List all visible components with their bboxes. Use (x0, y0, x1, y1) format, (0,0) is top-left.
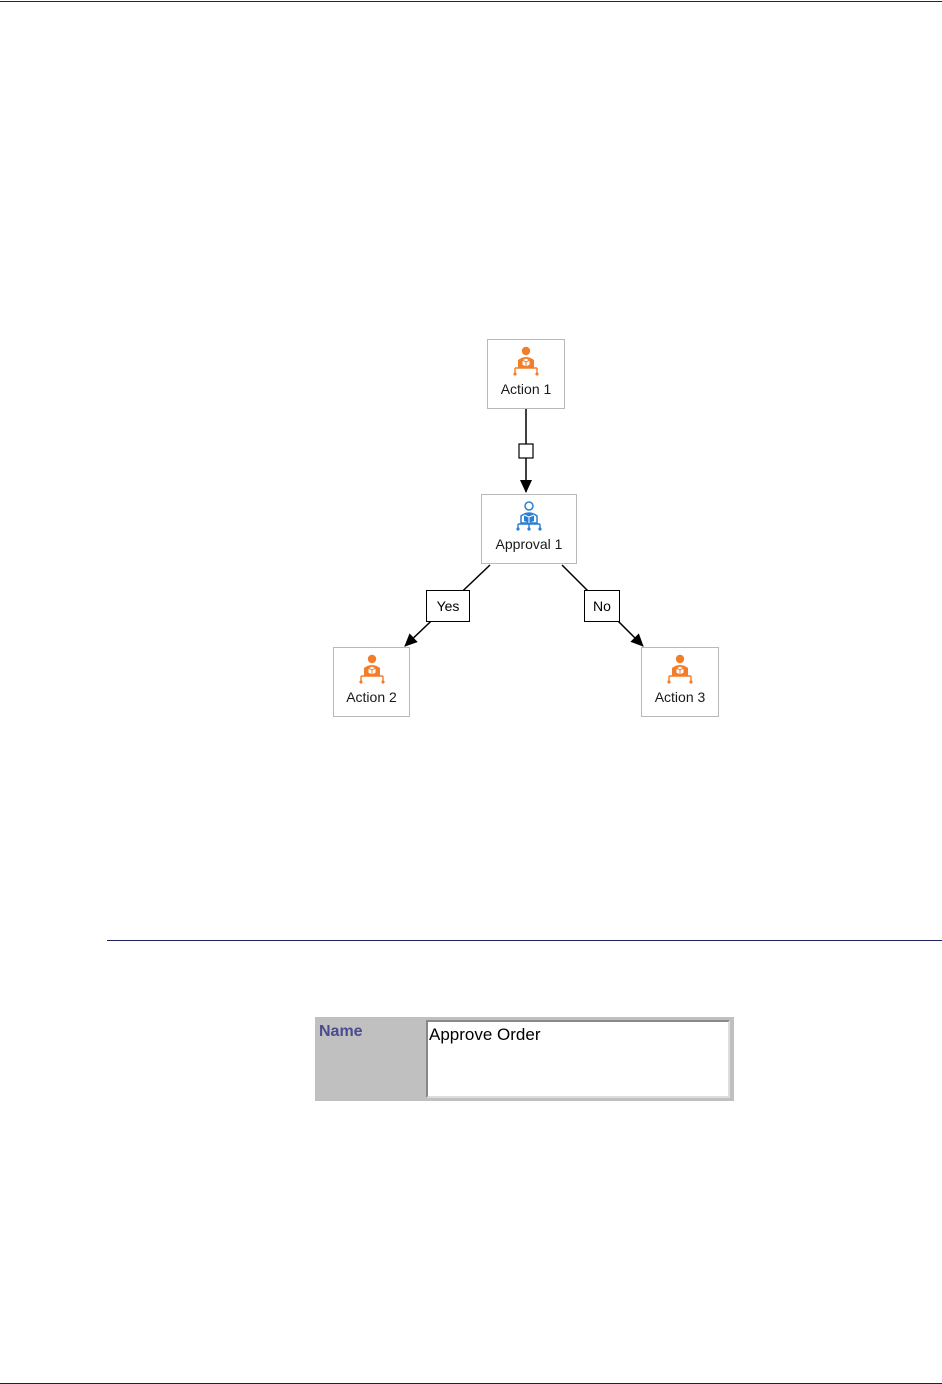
node-label: Action 2 (346, 689, 397, 705)
node-action-3[interactable]: Action 3 (641, 647, 719, 717)
section-divider (107, 940, 942, 941)
edge-label-no[interactable]: No (584, 590, 620, 622)
node-action-2[interactable]: Action 2 (333, 647, 410, 717)
user-approval-icon (516, 501, 542, 531)
edge-label-yes[interactable]: Yes (426, 590, 470, 622)
node-action-1[interactable]: Action 1 (487, 339, 565, 409)
node-label: Action 1 (500, 381, 552, 397)
name-field[interactable]: Approve Order (426, 1020, 730, 1098)
top-rule (0, 1, 942, 2)
node-label: Action 3 (654, 689, 706, 705)
user-action-icon (667, 654, 693, 684)
edge-connector-square[interactable] (518, 443, 534, 459)
workflow-edges (404, 409, 644, 647)
node-label: Approval 1 (495, 536, 563, 552)
name-label: Name (319, 1023, 363, 1040)
user-action-icon (513, 346, 539, 376)
properties-panel: Name Approve Order (315, 1017, 734, 1101)
node-approval-1[interactable]: Approval 1 (481, 494, 577, 564)
user-action-icon (358, 654, 385, 684)
